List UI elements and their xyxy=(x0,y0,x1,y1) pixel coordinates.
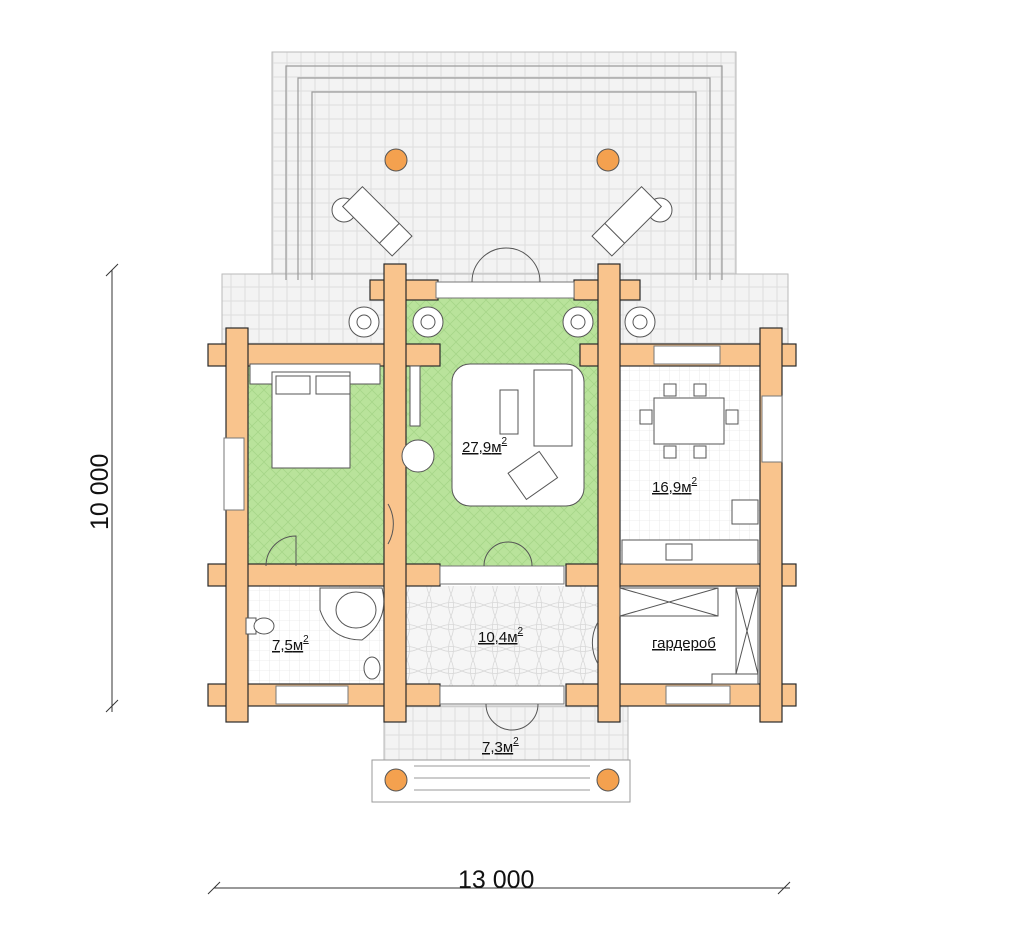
kitchen-floor xyxy=(600,360,760,566)
hall-floor xyxy=(406,586,600,686)
kitchen-area-label: 16,9м2 xyxy=(652,476,698,496)
porch-area xyxy=(371,705,631,803)
width-dimension-label: 13 000 xyxy=(458,866,534,894)
furniture xyxy=(245,363,759,685)
height-dimension-label: 10 000 xyxy=(86,454,114,530)
living-area-label: 27,9м2 xyxy=(462,436,508,456)
bathroom-area-label: 7,5м2 xyxy=(272,634,309,654)
porch-area-label: 7,3м2 xyxy=(482,736,519,756)
dimension-lines xyxy=(105,263,791,895)
windows xyxy=(223,281,783,705)
wardrobe-label: гардероб xyxy=(652,635,716,652)
hall-area-label: 10,4м2 xyxy=(478,626,524,646)
terrace-furniture xyxy=(331,148,673,792)
doors xyxy=(265,247,599,731)
